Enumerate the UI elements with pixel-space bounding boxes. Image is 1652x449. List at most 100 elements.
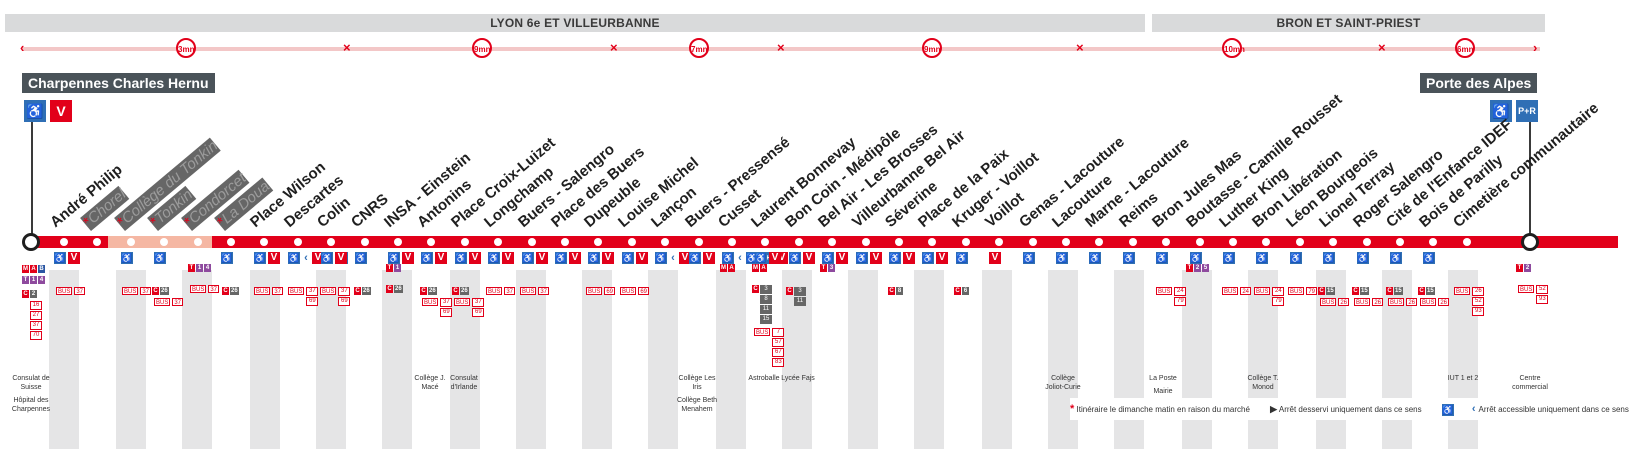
station-stop-antonins[interactable] [427, 238, 435, 246]
station-stop-buers-salengro[interactable] [528, 238, 536, 246]
station-stop-place-croix-luizet[interactable] [461, 238, 469, 246]
station-stop-kruger-voillot[interactable] [962, 238, 970, 246]
station-stop-cimetiere-communautaire[interactable] [1463, 238, 1471, 246]
velov-icon: V [679, 252, 691, 264]
station-stop-bon-coin-medipole[interactable] [795, 238, 803, 246]
station-stop-la-doua[interactable] [227, 238, 235, 246]
terminus-end-circle[interactable] [1521, 233, 1539, 251]
wheelchair-icon: ♿ [221, 252, 233, 264]
station-services: ♿V [488, 252, 516, 264]
terminus-end: Porte des Alpes [1420, 73, 1538, 93]
station-stop-dupeuble[interactable] [594, 238, 602, 246]
station-services: ♿ [1023, 252, 1037, 264]
station-services: V [989, 252, 1003, 264]
duration-timer: 9mn [472, 38, 492, 58]
station-services: ♿ [1089, 252, 1103, 264]
terminus-stem [1529, 122, 1531, 240]
station-stop-chorel[interactable] [93, 238, 101, 246]
station-stop-voillot[interactable] [995, 238, 1003, 246]
station-services: ♿ [1156, 252, 1170, 264]
station-stop-college-du-tonkin[interactable] [127, 238, 135, 246]
station-stop-laurent-bonnevay[interactable] [761, 238, 769, 246]
station-stop-lacouture[interactable] [1062, 238, 1070, 246]
station-name[interactable]: CNRS [348, 191, 391, 231]
wheelchair-icon: ♿ [1089, 252, 1101, 264]
zone-bron-saint-priest: BRON ET SAINT-PRIEST [1152, 14, 1545, 32]
station-stop-place-des-buers[interactable] [561, 238, 569, 246]
station-stop-andre-philip[interactable] [60, 238, 68, 246]
velov-icon: V [936, 252, 948, 264]
station-stop-tonkin[interactable] [160, 238, 168, 246]
station-name-text: CNRS [348, 190, 392, 231]
wheelchair-icon: ♿ [889, 252, 901, 264]
station-stop-longchamp[interactable] [494, 238, 502, 246]
arrow-right: › [1533, 40, 1538, 55]
wheelchair-icon: ♿ [622, 252, 634, 264]
direction-arrow-icon: ‹ [304, 252, 308, 264]
wheelchair-icon: ♿ [1023, 252, 1035, 264]
station-stop-bron-liberation[interactable] [1262, 238, 1270, 246]
station-stop-lionel-terray[interactable] [1329, 238, 1337, 246]
zone-lyon-villeurbanne: LYON 6e ET VILLEURBANNE [5, 14, 1145, 32]
station-stop-condorcet[interactable] [194, 238, 202, 246]
station-stop-bois-de-parilly[interactable] [1429, 238, 1437, 246]
wheelchair-icon: ♿ [488, 252, 500, 264]
station-stop-cnrs[interactable] [361, 238, 369, 246]
segment-separator: × [1076, 40, 1084, 55]
station-stop-marne-lacouture[interactable] [1095, 238, 1103, 246]
velov-icon: V [870, 252, 882, 264]
station-stop-lancon[interactable] [661, 238, 669, 246]
wheelchair-icon: ♿ [455, 252, 467, 264]
wheelchair-icon: ♿ [755, 252, 767, 264]
station-stop-genas-lacouture[interactable] [1029, 238, 1037, 246]
station-stop-leon-bourgeois[interactable] [1296, 238, 1304, 246]
station-stop-cusset[interactable] [728, 238, 736, 246]
terminus-start-circle[interactable] [22, 233, 40, 251]
station-stop-bron-jules-mas[interactable] [1162, 238, 1170, 246]
station-column [116, 270, 146, 449]
station-stop-luther-king[interactable] [1229, 238, 1237, 246]
station-stop-descartes[interactable] [294, 238, 302, 246]
station-services: ♿V [321, 252, 349, 264]
station-stop-place-wilson[interactable] [260, 238, 268, 246]
station-stop-reims[interactable] [1129, 238, 1137, 246]
station-stop-buers-pressense[interactable] [695, 238, 703, 246]
station-column [49, 270, 79, 449]
poi-laurent-bonnevay: Astroballe [748, 375, 780, 382]
station-stop-boutasse-camille-rousset[interactable] [1196, 238, 1204, 246]
station-services: ♿ [1256, 252, 1270, 264]
velov-icon: V [803, 252, 815, 264]
station-stop-roger-salengro[interactable] [1363, 238, 1371, 246]
velov-icon: V [769, 252, 781, 264]
station-stop-place-de-la-paix[interactable] [928, 238, 936, 246]
station-services: ♿V [388, 252, 416, 264]
velov-icon: V [703, 252, 715, 264]
wheelchair-icon: ♿ [655, 252, 667, 264]
station-stop-villeurbanne-bel-air[interactable] [862, 238, 870, 246]
station-column [848, 270, 878, 449]
station-stop-severine[interactable] [895, 238, 903, 246]
station-stop-louise-michel[interactable] [628, 238, 636, 246]
station-stop-bel-air-les-brosses[interactable] [828, 238, 836, 246]
wheelchair-icon: ♿ [689, 252, 701, 264]
station-stop-insa-einstein[interactable] [394, 238, 402, 246]
station-stop-colin[interactable] [327, 238, 335, 246]
wheelchair-icon: ♿ [856, 252, 868, 264]
station-services: ♿V [254, 252, 282, 264]
poi-antonins: Collège J. Macé [414, 375, 446, 391]
station-column [582, 270, 612, 449]
station-services: ♿ [1056, 252, 1070, 264]
station-column [1048, 270, 1078, 449]
station-stop-cite-de-l-enfance-idef[interactable] [1396, 238, 1404, 246]
